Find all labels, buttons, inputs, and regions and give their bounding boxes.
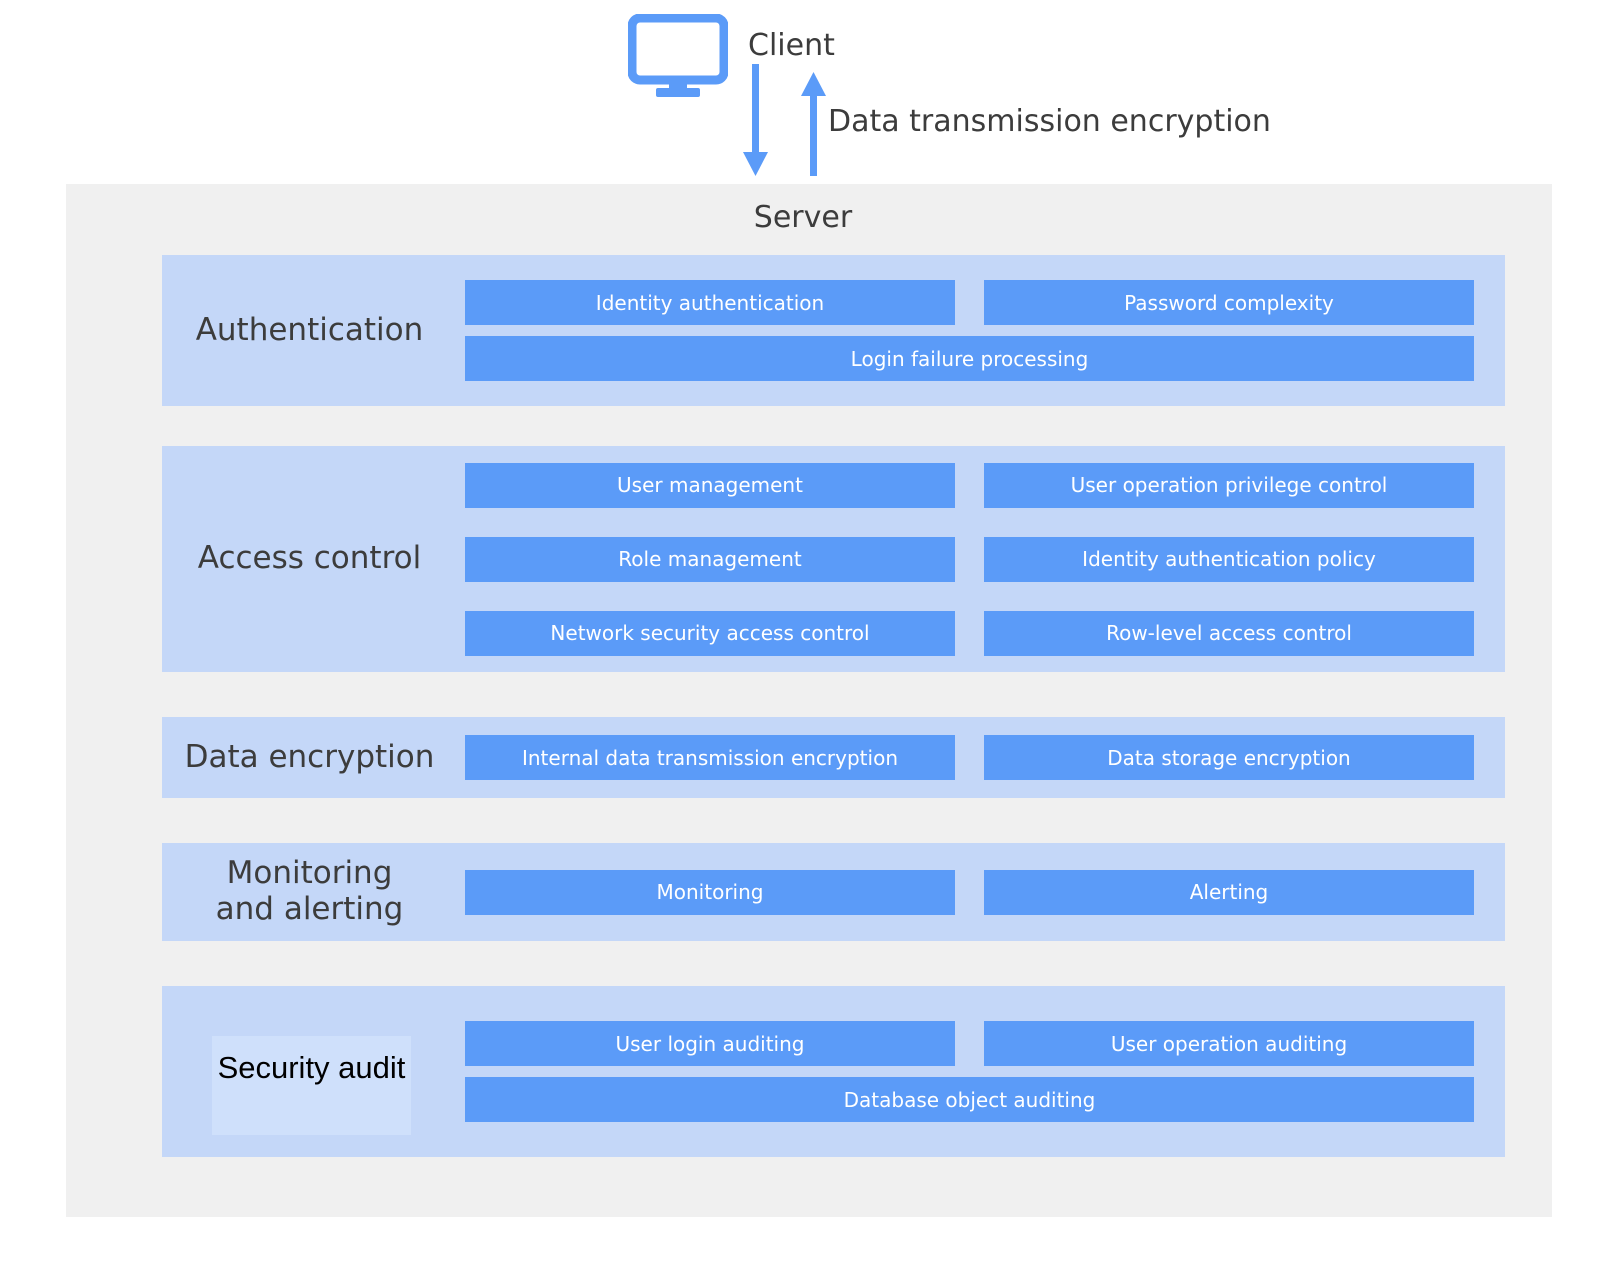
item-box[interactable]: Internal data transmission encryption — [465, 735, 955, 780]
data-transmission-encryption-label: Data transmission encryption — [828, 104, 1271, 139]
item-row: Role management Identity authentication … — [465, 536, 1474, 582]
layer-monitoring-and-alerting: Monitoring and alerting Monitoring Alert… — [162, 843, 1505, 941]
item-row: User management User operation privilege… — [465, 462, 1474, 508]
layer-title-access-control: Access control — [197, 540, 422, 577]
arrow-up-icon — [801, 72, 826, 176]
layer-items-security-audit: User login auditing User operation audit… — [465, 1021, 1505, 1122]
item-box[interactable]: Network security access control — [465, 610, 955, 656]
layer-title-data-encryption: Data encryption — [184, 738, 435, 775]
arrow-down-icon — [743, 64, 768, 176]
layer-authentication: Authentication Identity authentication P… — [162, 255, 1505, 406]
layer-access-control: Access control User management User oper… — [162, 446, 1505, 672]
item-box[interactable]: Alerting — [984, 869, 1474, 915]
client-area: Client Data transmission encryption — [0, 0, 1608, 184]
monitor-icon — [628, 14, 728, 97]
layer-title-monitoring-and-alerting: Monitoring and alerting — [215, 855, 404, 927]
item-row: Internal data transmission encryption Da… — [465, 735, 1474, 780]
server-label-text: Server — [753, 200, 853, 235]
item-row: Network security access control Row-leve… — [465, 610, 1474, 656]
layer-items-data-encryption: Internal data transmission encryption Da… — [465, 735, 1505, 780]
item-box[interactable]: User operation auditing — [984, 1021, 1474, 1066]
item-box[interactable]: Identity authentication policy — [984, 536, 1474, 582]
item-row: User login auditing User operation audit… — [465, 1021, 1474, 1066]
layer-data-encryption: Data encryption Internal data transmissi… — [162, 717, 1505, 798]
item-box[interactable]: Role management — [465, 536, 955, 582]
item-box[interactable]: Row-level access control — [984, 610, 1474, 656]
layer-title-authentication: Authentication — [195, 311, 424, 348]
item-box[interactable]: User operation privilege control — [984, 462, 1474, 508]
layer-items-access-control: User management User operation privilege… — [465, 462, 1505, 656]
item-box[interactable]: User login auditing — [465, 1021, 955, 1066]
item-row: Monitoring Alerting — [465, 869, 1474, 915]
layer-title-security-audit-text: Security audit — [211, 1035, 412, 1136]
item-box[interactable]: Login failure processing — [465, 336, 1474, 381]
item-row: Identity authentication Password complex… — [465, 280, 1474, 325]
item-row: Login failure processing — [465, 336, 1474, 381]
layer-title-security-audit: Security audit — [162, 1022, 465, 1136]
server-panel: Server Authentication Identity authentic… — [66, 184, 1552, 1217]
server-label: Server — [66, 200, 1552, 235]
client-label: Client — [748, 28, 835, 63]
item-box[interactable]: Password complexity — [984, 280, 1474, 325]
item-box[interactable]: User management — [465, 462, 955, 508]
item-box[interactable]: Database object auditing — [465, 1077, 1474, 1122]
layer-security-audit: Security audit User login auditing User … — [162, 986, 1505, 1157]
item-box[interactable]: Monitoring — [465, 869, 955, 915]
layer-items-monitoring: Monitoring Alerting — [465, 869, 1505, 915]
item-box[interactable]: Data storage encryption — [984, 735, 1474, 780]
item-row: Database object auditing — [465, 1077, 1474, 1122]
layer-items-authentication: Identity authentication Password complex… — [465, 280, 1505, 381]
item-box[interactable]: Identity authentication — [465, 280, 955, 325]
